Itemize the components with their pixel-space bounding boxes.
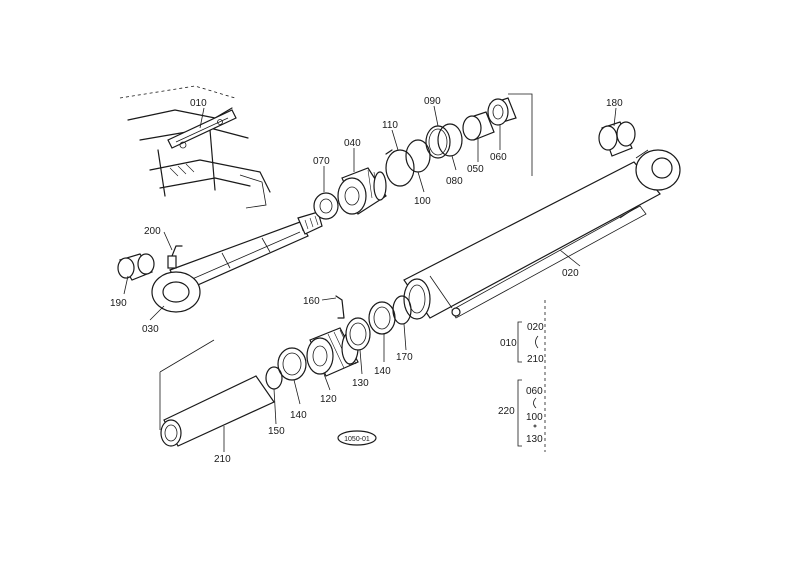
label-070: 070 (313, 156, 330, 167)
label-200: 200 (144, 226, 161, 237)
label-160: 160 (303, 296, 320, 307)
bushing-190 (117, 253, 155, 281)
kit-bracket-upper (508, 93, 533, 176)
ring-150 (265, 366, 283, 390)
bushing-050 (462, 111, 495, 141)
kit-220-part-a: 060 (526, 386, 543, 397)
label-050: 050 (467, 164, 484, 175)
kit-bracket-010 (517, 321, 539, 363)
machine-frame-sketch (119, 85, 271, 209)
label-130: 130 (352, 378, 369, 389)
kit-labels: 010 020 210 220 060 100 130 (498, 322, 544, 445)
label-180: 180 (606, 98, 623, 109)
label-210: 210 (214, 454, 231, 465)
snap-ring-110 (385, 149, 415, 187)
kit-220-part-b: 100 (526, 412, 543, 423)
label-080: 080 (446, 176, 463, 187)
label-100: 100 (414, 196, 431, 207)
label-020: 020 (562, 268, 579, 279)
label-110: 110 (382, 120, 398, 131)
label-060: 060 (490, 152, 507, 163)
piston-rod (151, 211, 323, 313)
rod-guide-040 (337, 167, 387, 215)
label-040: 040 (344, 138, 361, 149)
label-030: 030 (142, 324, 159, 335)
kit-010-id: 010 (500, 338, 517, 349)
piston-120 (306, 327, 359, 377)
wiper-060 (487, 97, 517, 126)
snap-ring-170 (392, 295, 412, 325)
label-120: 120 (320, 394, 337, 405)
label-010: 010 (190, 98, 207, 109)
drawing-code: 1050-01 (344, 436, 370, 443)
part-labels: 010 020 030 040 050 060 070 080 090 100 … (110, 96, 623, 465)
ring-140-upper (368, 301, 396, 335)
label-090: 090 (424, 96, 441, 107)
label-190: 190 (110, 298, 127, 309)
kit-220-part-c: 130 (526, 434, 543, 445)
label-140-upper: 140 (374, 366, 391, 377)
kit-220-id: 220 (498, 406, 515, 417)
label-150: 150 (268, 426, 285, 437)
leader-lines (123, 105, 617, 452)
label-170: 170 (396, 352, 413, 363)
key-160 (335, 295, 345, 319)
pipe-bracket (159, 339, 215, 430)
o-ring-080 (437, 123, 463, 157)
kit-bracket-220 (517, 379, 537, 447)
drawing-code-badge: 1050-01 (337, 430, 377, 446)
grease-fitting (167, 245, 183, 269)
kit-010-part-b: 210 (527, 354, 544, 365)
ring-130 (345, 317, 371, 351)
pipe-210 (160, 375, 275, 447)
label-140-lower: 140 (290, 410, 307, 421)
seal-070 (313, 192, 339, 220)
bushing-180 (598, 121, 636, 157)
ring-140-lower (277, 347, 307, 381)
kit-010-part-a: 020 (527, 322, 544, 333)
